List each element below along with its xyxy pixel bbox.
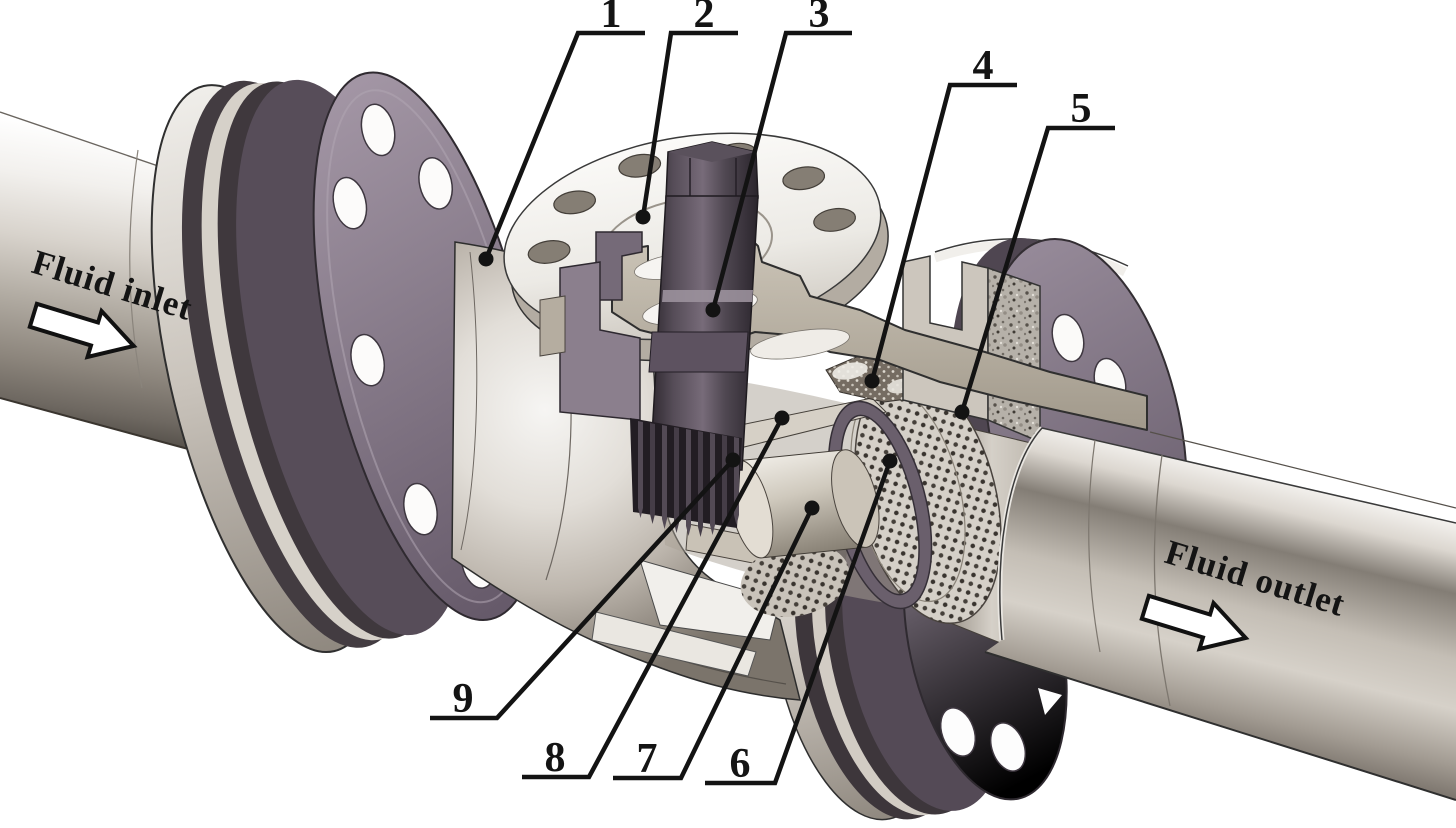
bolt-hole xyxy=(418,157,453,210)
bolt-hole xyxy=(553,190,597,215)
outlet-pipe-cut-edge xyxy=(999,427,1043,641)
outlet-pipe-top-edge xyxy=(1041,427,1456,524)
callout-3: 3 xyxy=(809,0,830,37)
callout-9: 9 xyxy=(453,676,474,722)
bridge-slot xyxy=(750,328,850,360)
stem-collar xyxy=(648,331,749,373)
seat-highlight xyxy=(832,362,868,380)
packing-step-left xyxy=(539,295,566,357)
inlet-pipe-bottom-edge xyxy=(0,397,204,454)
fluid-inlet-arrow-icon xyxy=(27,301,138,360)
inlet-pipe-seam xyxy=(129,149,143,389)
body-contour-line xyxy=(460,251,478,551)
leader-dot-7 xyxy=(804,500,820,516)
callout-5: 5 xyxy=(1071,86,1092,132)
valve-stem xyxy=(539,141,759,537)
bolt-hole xyxy=(813,207,856,232)
inlet-flange xyxy=(150,71,544,654)
bolt-hole xyxy=(360,103,396,157)
outlet-pipe-seam xyxy=(1088,439,1101,653)
stem-spline xyxy=(630,418,742,537)
callout-1: 1 xyxy=(601,0,622,37)
leader-dot-1 xyxy=(478,251,494,267)
leader-line-1 xyxy=(483,30,645,260)
fluid-outlet-arrow-icon xyxy=(1139,593,1250,652)
bolt-hole xyxy=(527,240,571,264)
leader-dot-9 xyxy=(725,452,741,468)
bolt-hole xyxy=(350,333,386,387)
outlet-flange-notch xyxy=(1038,688,1062,715)
leader-line-3 xyxy=(710,30,852,311)
callout-leaders xyxy=(430,30,1115,786)
bolt-hole xyxy=(782,166,826,191)
leader-line-8 xyxy=(522,416,784,780)
leader-line-4 xyxy=(869,82,1017,382)
callout-6: 6 xyxy=(730,741,751,787)
leader-dot-3 xyxy=(705,302,721,318)
packing-clamp-lower xyxy=(559,261,641,421)
callout-7: 7 xyxy=(637,736,658,782)
bolt-hole xyxy=(989,722,1027,772)
valve-plug xyxy=(728,449,880,559)
leader-dot-4 xyxy=(864,373,880,389)
callout-numbers: 1 2 3 4 5 6 7 8 9 xyxy=(453,0,1092,787)
bolt-hole xyxy=(332,176,368,230)
leader-line-7 xyxy=(613,507,815,781)
leader-dot-2 xyxy=(635,209,651,225)
leader-line-2 xyxy=(640,30,738,218)
bolt-hole xyxy=(1051,313,1085,363)
stem-hex-top-face xyxy=(668,142,756,162)
callout-8: 8 xyxy=(545,735,566,781)
callout-2: 2 xyxy=(694,0,715,37)
leader-dot-6 xyxy=(882,453,898,469)
stem-polished-band xyxy=(662,290,753,302)
bolt-hole xyxy=(403,482,438,536)
leader-line-9 xyxy=(430,458,735,721)
body-silhouette-line xyxy=(1149,431,1456,509)
leader-line-6 xyxy=(705,460,893,786)
leader-dot-8 xyxy=(774,410,790,426)
leader-line-5 xyxy=(959,125,1115,413)
leader-dot-5 xyxy=(954,404,970,420)
outlet-pipe-seam xyxy=(1153,454,1171,707)
callout-4: 4 xyxy=(973,43,994,89)
outlet-pipe-bottom-edge xyxy=(984,651,1456,801)
bolt-hole xyxy=(939,707,977,757)
